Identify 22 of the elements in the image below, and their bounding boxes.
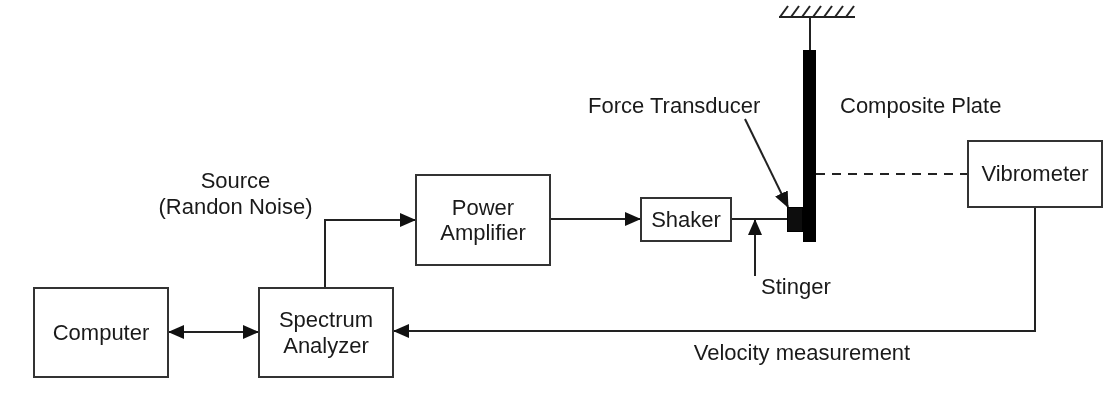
- process-box: [640, 197, 732, 242]
- arrow: [324, 213, 416, 288]
- process-box: [967, 140, 1103, 208]
- box-label: Shaker: [651, 206, 721, 233]
- arrow: [393, 207, 1036, 338]
- box-label: Computer: [52, 319, 150, 346]
- box-label: Spectrum Analyzer: [277, 307, 375, 358]
- process-box: [415, 174, 551, 266]
- leader-arrow: [748, 219, 762, 277]
- callout-label: Composite Plate: [840, 93, 1002, 119]
- callout-label: Stinger: [755, 274, 845, 300]
- plate-bar: [803, 50, 816, 242]
- dashed-line: [815, 173, 968, 175]
- box-label: Power Amplifier: [439, 194, 527, 246]
- box-label: Vibrometer: [981, 161, 1089, 187]
- process-box: [258, 287, 394, 378]
- callout-label: Force Transducer: [588, 93, 768, 119]
- leader-arrow: [744, 118, 789, 208]
- process-box: [33, 287, 169, 378]
- arrow: [550, 212, 641, 226]
- transducer-block: [787, 207, 803, 232]
- double-arrow: [168, 325, 259, 339]
